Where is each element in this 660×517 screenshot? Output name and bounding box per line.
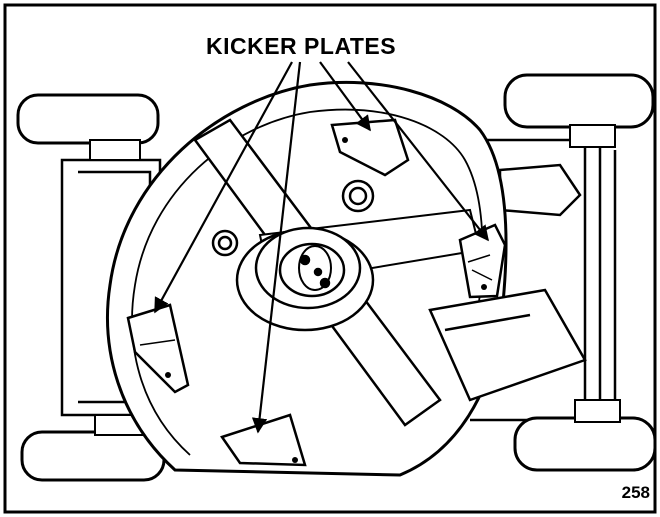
kicker-plate-top xyxy=(330,118,410,177)
front-left-wheel xyxy=(16,93,160,161)
kicker-plate-bottom xyxy=(220,413,307,467)
spindle-hub xyxy=(235,226,375,332)
front-right-wheel xyxy=(503,73,655,148)
kicker-plates-label: KICKER PLATES xyxy=(206,33,397,59)
discharge-chute xyxy=(428,288,587,402)
mounting-boss xyxy=(211,179,375,257)
callout-arrows xyxy=(154,61,489,434)
figure-number: 258 xyxy=(621,483,650,502)
rear-right-wheel xyxy=(513,399,657,472)
kicker-plate-right xyxy=(458,223,507,299)
